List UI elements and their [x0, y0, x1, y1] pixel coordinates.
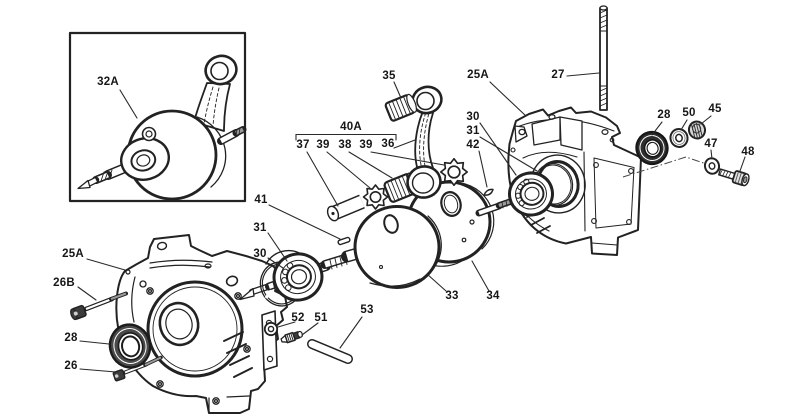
- part-label-36: 36: [381, 138, 394, 150]
- part-label-25A: 25A: [467, 69, 489, 81]
- inset-crankshaft-box: [68, 31, 247, 203]
- part-label-37: 37: [296, 139, 309, 151]
- part-label-38: 38: [338, 139, 352, 151]
- part-key-42: [483, 188, 494, 196]
- leader-line-39: [326, 151, 371, 189]
- part-connecting-rod-36: [406, 85, 443, 199]
- part-crankpin-37: [326, 194, 365, 222]
- part-flywheel-33: [353, 205, 442, 289]
- leader-line-51: [301, 322, 319, 336]
- leader-line-53: [339, 316, 363, 349]
- leader-line-27: [566, 72, 600, 77]
- part-oil-seal-28-left: [108, 323, 152, 369]
- leader-line-45: [700, 115, 712, 125]
- leader-line-25A: [86, 258, 126, 271]
- leader-line-52: [277, 321, 296, 328]
- part-needle-bearing-35: [384, 93, 418, 122]
- part-label-35: 35: [382, 70, 396, 82]
- leader-line-25A: [489, 81, 527, 117]
- part-bolt-26: [112, 355, 163, 382]
- flange-bolt-holes: [146, 287, 251, 405]
- leader-line-31: [479, 136, 538, 172]
- part-label-52: 52: [291, 312, 304, 324]
- part-label-26: 26: [64, 360, 77, 372]
- part-label-41: 41: [254, 194, 268, 206]
- part-label-39: 39: [359, 139, 372, 151]
- part-key-41: [337, 236, 351, 246]
- part-label-53: 53: [360, 304, 373, 316]
- leader-line-34: [471, 260, 490, 292]
- leader-line-31: [267, 232, 288, 262]
- part-toothed-washer-39-left: [362, 184, 389, 210]
- part-label-28: 28: [657, 109, 671, 121]
- leader-line-41: [268, 204, 341, 240]
- leader-line-50: [680, 119, 688, 131]
- leader-line-26: [79, 368, 117, 373]
- part-washer-47: [703, 157, 721, 175]
- leader-line-28: [651, 121, 663, 136]
- part-washer-50: [669, 128, 689, 148]
- leader-line-48: [739, 156, 746, 172]
- part-label-27: 27: [551, 69, 564, 81]
- part-label-25A: 25A: [62, 248, 84, 260]
- leader-line-38: [348, 151, 393, 179]
- part-nut-45: [687, 120, 707, 140]
- part-bolt-26B: [70, 291, 128, 321]
- part-label-30: 30: [466, 111, 479, 123]
- part-label-39: 39: [316, 139, 329, 151]
- leader-line-32A: [119, 89, 138, 119]
- part-label-45: 45: [708, 103, 722, 115]
- leader-line-47: [710, 149, 713, 160]
- leader-line-42: [478, 150, 488, 188]
- part-label-50: 50: [682, 107, 695, 119]
- part-stud-27: [599, 5, 608, 111]
- part-flywheel-34: [406, 180, 495, 267]
- part-label-31: 31: [253, 222, 267, 234]
- part-washer-52: [263, 321, 279, 337]
- leader-line-37: [306, 151, 339, 207]
- part-bolt-48: [718, 168, 750, 187]
- part-bearing-30-left: [272, 252, 324, 302]
- leader-line-26B: [77, 286, 97, 301]
- part-label-42: 42: [466, 139, 479, 151]
- part-label-32A: 32A: [97, 76, 119, 88]
- leader-line-30: [479, 122, 517, 176]
- part-label-40A: 40A: [340, 121, 362, 133]
- part-fitting-51: [280, 330, 303, 344]
- leader-line-33: [426, 273, 447, 292]
- part-labels: 32A 35 40A 37 39 38 39 36 25A 27 28 50 45 47 48 30 31 42 4…: [53, 69, 755, 373]
- part-label-28: 28: [64, 332, 78, 344]
- part-label-47: 47: [704, 138, 717, 150]
- part-oil-seal-28-right: [635, 130, 669, 166]
- part-hose-53: [307, 339, 353, 364]
- part-label-31: 31: [466, 125, 480, 137]
- part-bearing-30-right: [508, 171, 554, 217]
- leader-line-40A: [295, 133, 397, 141]
- part-label-30: 30: [253, 248, 266, 260]
- leader-line-35: [393, 81, 402, 99]
- part-label-48: 48: [741, 146, 755, 158]
- leader-line-28: [79, 340, 110, 345]
- part-toothed-washer-39-right: [439, 157, 469, 187]
- part-label-51: 51: [314, 312, 328, 324]
- part-label-34: 34: [486, 290, 500, 302]
- leader-line-39: [370, 151, 445, 166]
- part-label-33: 33: [445, 290, 458, 302]
- leader-line-36: [393, 139, 416, 149]
- leader-line-30: [267, 257, 284, 269]
- part-label-26B: 26B: [53, 277, 75, 289]
